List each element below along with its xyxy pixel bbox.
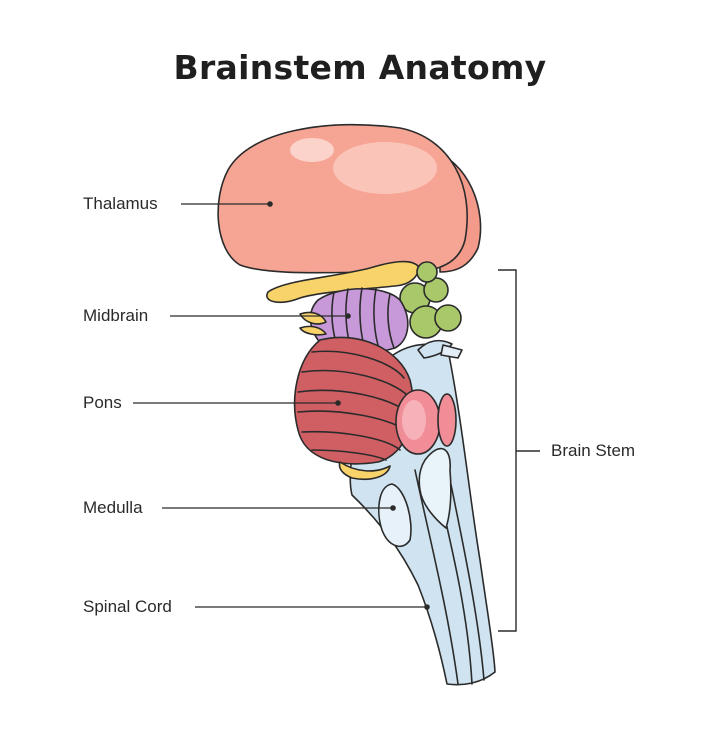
brain-stem-bracket xyxy=(498,269,540,632)
olive-shape xyxy=(378,483,412,548)
diagram-title: Brainstem Anatomy xyxy=(173,48,547,87)
label-brain-stem: Brain Stem xyxy=(551,441,636,460)
pyramid-shape xyxy=(418,447,452,529)
label-spinal-cord: Spinal Cord xyxy=(83,597,172,616)
thalamus-shape xyxy=(217,123,468,274)
label-pons: Pons xyxy=(83,393,122,412)
label-midbrain: Midbrain xyxy=(83,306,149,325)
label-medulla: Medulla xyxy=(83,498,143,517)
optic-tract-shape xyxy=(266,260,420,304)
label-thalamus: Thalamus xyxy=(83,194,158,213)
pons-shape xyxy=(293,336,414,465)
